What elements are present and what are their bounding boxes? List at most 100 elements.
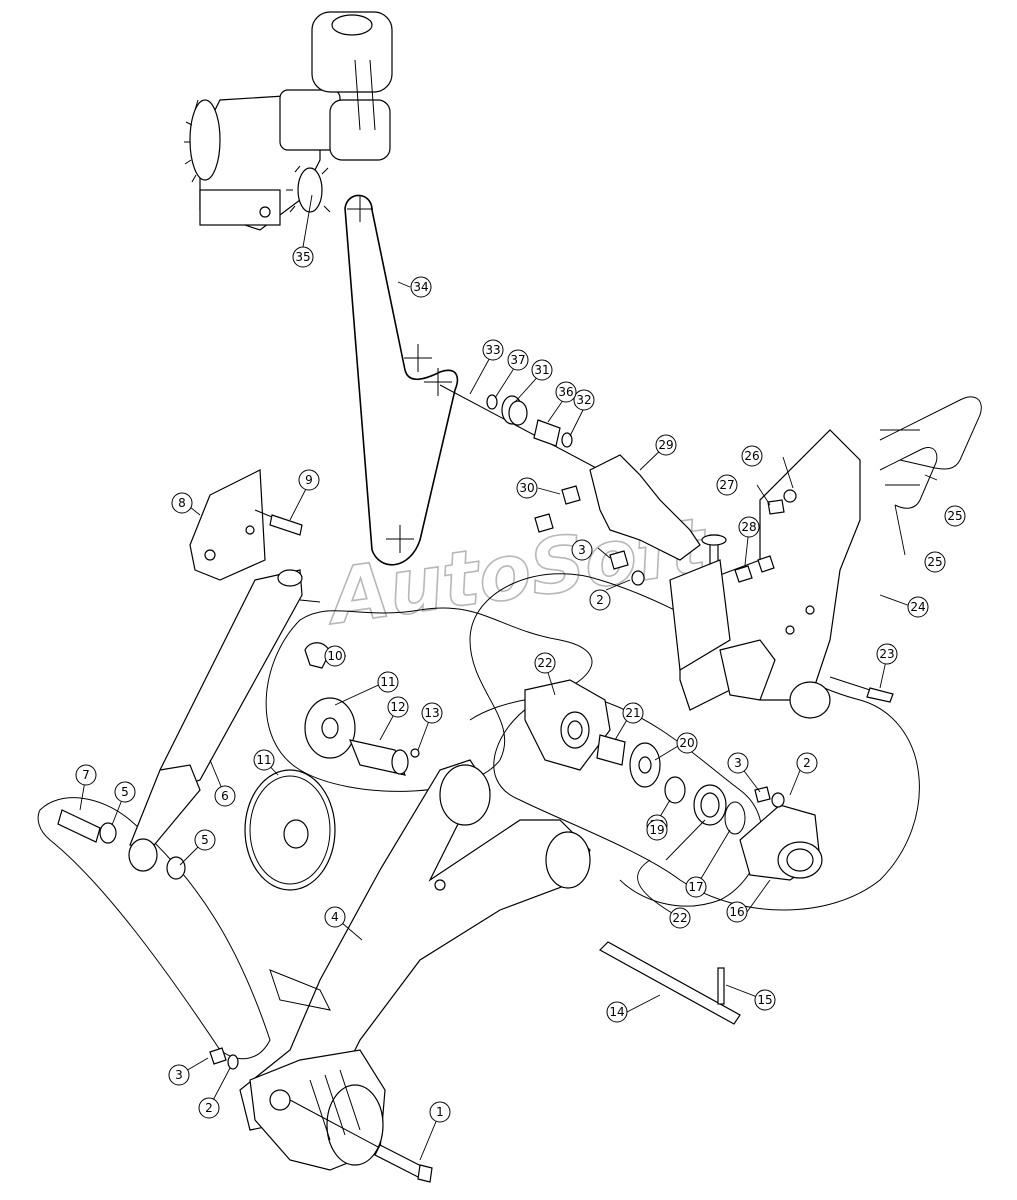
callout-label: 5 bbox=[201, 833, 209, 847]
callout-27: 27 bbox=[716, 474, 738, 496]
sprocket-11-small bbox=[304, 697, 356, 759]
part-callouts: 1222333455678910111112131415161718192021… bbox=[75, 246, 966, 1123]
callout-4: 4 bbox=[324, 906, 346, 928]
spacer-12 bbox=[349, 739, 406, 776]
callout-circle bbox=[907, 596, 929, 618]
callout-circle bbox=[171, 492, 193, 514]
arm-hub-upper bbox=[439, 764, 491, 826]
callout-26: 26 bbox=[741, 445, 763, 467]
callout-label: 1 bbox=[436, 1105, 444, 1119]
callout-circle bbox=[571, 539, 593, 561]
callout-circle bbox=[716, 474, 738, 496]
callout-circle bbox=[507, 349, 529, 371]
pin-15 bbox=[717, 967, 725, 1005]
callout-circle bbox=[669, 907, 691, 929]
callout-label: 33 bbox=[485, 343, 500, 357]
callout-label: 8 bbox=[178, 496, 186, 510]
callout-2: 2 bbox=[589, 589, 611, 611]
callout-label: 21 bbox=[625, 706, 640, 720]
callout-circle bbox=[924, 551, 946, 573]
flange-bearing-22 bbox=[524, 679, 611, 771]
callout-25: 25 bbox=[944, 505, 966, 527]
callout-16: 16 bbox=[726, 901, 748, 923]
callout-10: 10 bbox=[324, 645, 346, 667]
callout-label: 34 bbox=[413, 280, 428, 294]
callout-label: 25 bbox=[947, 509, 962, 523]
frame-fasteners bbox=[534, 485, 894, 703]
callout-circle bbox=[531, 359, 553, 381]
callout-circle bbox=[754, 989, 776, 1011]
callout-9: 9 bbox=[298, 469, 320, 491]
callout-circle bbox=[606, 1001, 628, 1023]
callout-3: 3 bbox=[571, 539, 593, 561]
bushings-5-7 bbox=[57, 809, 186, 880]
callout-label: 7 bbox=[82, 768, 90, 782]
callout-11: 11 bbox=[253, 749, 275, 771]
callout-label: 36 bbox=[558, 385, 573, 399]
callout-label: 22 bbox=[537, 656, 552, 670]
mount-plate-8 bbox=[189, 469, 266, 581]
bearing-18 bbox=[693, 784, 727, 826]
callout-label: 26 bbox=[744, 449, 759, 463]
callout-circle bbox=[298, 469, 320, 491]
callout-circle bbox=[726, 901, 748, 923]
callout-24: 24 bbox=[907, 596, 929, 618]
callout-circle bbox=[534, 652, 556, 674]
callout-label: 28 bbox=[741, 520, 756, 534]
callout-3: 3 bbox=[727, 752, 749, 774]
upper-shaft-group bbox=[439, 384, 601, 471]
bushing-19 bbox=[664, 776, 686, 804]
callout-6: 6 bbox=[214, 785, 236, 807]
callout-12: 12 bbox=[387, 696, 409, 718]
callout-label: 2 bbox=[205, 1101, 213, 1115]
callout-28: 28 bbox=[738, 516, 760, 538]
callout-36: 36 bbox=[555, 381, 577, 403]
callout-37: 37 bbox=[507, 349, 529, 371]
bottom-bolt-1 bbox=[209, 1047, 433, 1183]
spacer-21 bbox=[596, 734, 626, 766]
callout-label: 11 bbox=[380, 675, 395, 689]
callout-2: 2 bbox=[796, 752, 818, 774]
callout-1: 1 bbox=[429, 1101, 451, 1123]
callout-31: 31 bbox=[531, 359, 553, 381]
callout-label: 31 bbox=[534, 363, 549, 377]
sprocket-11-large bbox=[244, 769, 336, 891]
callout-29: 29 bbox=[655, 434, 677, 456]
callout-circle bbox=[324, 906, 346, 928]
callout-33: 33 bbox=[482, 339, 504, 361]
callout-circle bbox=[796, 752, 818, 774]
callout-circle bbox=[727, 752, 749, 774]
sprocket-20 bbox=[629, 742, 661, 788]
callout-label: 10 bbox=[327, 649, 342, 663]
callout-circle bbox=[516, 477, 538, 499]
callout-label: 23 bbox=[879, 647, 894, 661]
callout-label: 27 bbox=[719, 478, 734, 492]
callout-19: 19 bbox=[646, 819, 668, 841]
callout-17: 17 bbox=[685, 876, 707, 898]
callout-label: 29 bbox=[658, 438, 673, 452]
callout-circle bbox=[555, 381, 577, 403]
flange-16 bbox=[739, 786, 823, 881]
callout-21: 21 bbox=[622, 702, 644, 724]
callout-circle bbox=[324, 645, 346, 667]
callout-label: 3 bbox=[734, 756, 742, 770]
u-bolts-25 bbox=[879, 396, 982, 509]
callout-circle bbox=[75, 764, 97, 786]
frame-plate-24 bbox=[669, 559, 731, 671]
callout-circle bbox=[573, 389, 595, 411]
callout-circle bbox=[655, 434, 677, 456]
circlip-17 bbox=[724, 801, 746, 835]
callout-label: 12 bbox=[390, 700, 405, 714]
sprocket-center-marks bbox=[347, 196, 452, 553]
callout-5: 5 bbox=[194, 829, 216, 851]
callout-5: 5 bbox=[114, 781, 136, 803]
callout-8: 8 bbox=[171, 492, 193, 514]
callout-circle bbox=[292, 246, 314, 268]
callout-label: 19 bbox=[649, 823, 664, 837]
callout-15: 15 bbox=[754, 989, 776, 1011]
callout-circle bbox=[114, 781, 136, 803]
callout-circle bbox=[646, 819, 668, 841]
bracket-29 bbox=[589, 454, 701, 561]
callout-14: 14 bbox=[606, 1001, 628, 1023]
callout-7: 7 bbox=[75, 764, 97, 786]
